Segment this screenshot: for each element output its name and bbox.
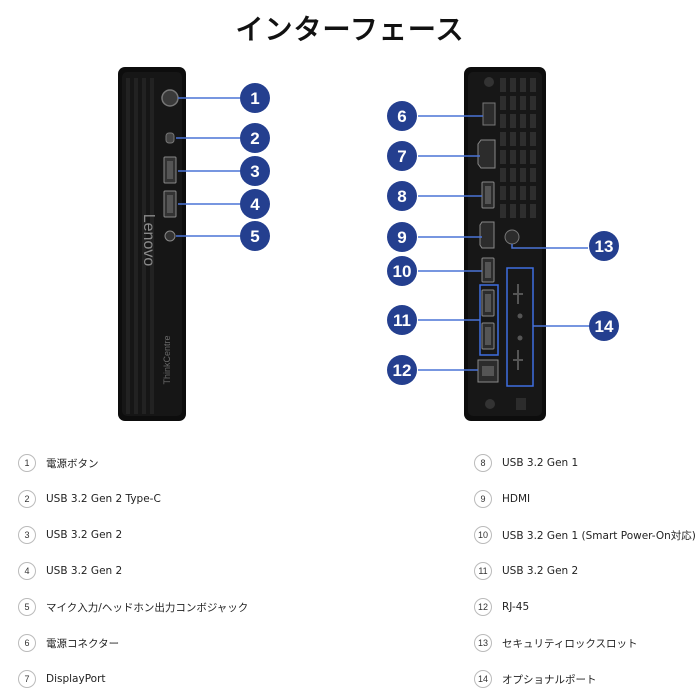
power-connector-icon	[482, 102, 496, 126]
displayport-icon	[477, 139, 496, 169]
callout-1: 1	[240, 83, 270, 113]
legend-number: 14	[474, 670, 492, 688]
callout-number: 13	[595, 237, 614, 256]
callout-12: 12	[387, 355, 417, 385]
legend-label: USB 3.2 Gen 2	[46, 565, 123, 577]
leader-lines	[176, 97, 590, 371]
callout-14: 14	[589, 311, 619, 341]
rear-panel	[464, 67, 546, 421]
legend-item-1: 1 電源ボタン	[18, 452, 99, 474]
callout-number: 12	[393, 361, 412, 380]
legend-label: 電源ボタン	[46, 457, 99, 470]
legend-number: 2	[18, 490, 36, 508]
legend-item-5: 5 マイク入力/ヘッドホン出力コンボジャック	[18, 596, 248, 618]
callout-number: 4	[250, 195, 260, 214]
legend-number: 13	[474, 634, 492, 652]
callout-number: 10	[393, 262, 412, 281]
legend-item-2: 2 USB 3.2 Gen 2 Type-C	[18, 488, 161, 510]
legend-item-10: 10 USB 3.2 Gen 1 (Smart Power-On対応)	[474, 524, 696, 546]
callout-number: 9	[397, 228, 406, 247]
callout-number: 7	[397, 147, 406, 166]
legend-number: 6	[18, 634, 36, 652]
callout-number: 3	[250, 162, 259, 181]
legend-number: 3	[18, 526, 36, 544]
callout-number: 8	[397, 187, 406, 206]
usb-c-port-icon	[165, 132, 175, 144]
legend-item-4: 4 USB 3.2 Gen 2	[18, 560, 122, 582]
legend-label: DisplayPort	[46, 673, 106, 685]
audio-jack-icon	[164, 230, 176, 242]
callout-8: 8	[387, 181, 417, 211]
legend-label: USB 3.2 Gen 1 (Smart Power-On対応)	[502, 529, 696, 542]
callout-5: 5	[240, 221, 270, 251]
legend-number: 5	[18, 598, 36, 616]
callout-10: 10	[387, 256, 417, 286]
callout-9: 9	[387, 222, 417, 252]
callout-7: 7	[387, 141, 417, 171]
legend-label: オプショナルポート	[502, 673, 597, 686]
callout-11: 11	[387, 305, 417, 335]
legend-number: 9	[474, 490, 492, 508]
legend-number: 11	[474, 562, 492, 580]
legend-item-8: 8 USB 3.2 Gen 1	[474, 452, 578, 474]
legend-item-9: 9 HDMI	[474, 488, 530, 510]
legend-label: USB 3.2 Gen 1	[502, 457, 579, 469]
callout-number: 6	[397, 107, 406, 126]
legend-number: 10	[474, 526, 492, 544]
legend-number: 7	[18, 670, 36, 688]
callout-3: 3	[240, 156, 270, 186]
front-panel: Lenovo ThinkCentre	[118, 67, 186, 421]
legend-item-3: 3 USB 3.2 Gen 2	[18, 524, 122, 546]
hdmi-port-icon	[479, 221, 495, 249]
legend-label: 電源コネクター	[46, 637, 120, 650]
legend-item-12: 12 RJ-45	[474, 596, 529, 618]
legend-item-14: 14 オプショナルポート	[474, 668, 597, 690]
legend-number: 8	[474, 454, 492, 472]
interface-diagram: Lenovo ThinkCentre	[118, 67, 590, 421]
callout-6: 6	[387, 101, 417, 131]
legend-item-13: 13 セキュリティロックスロット	[474, 632, 638, 654]
callout-number: 11	[393, 311, 411, 330]
legend-item-6: 6 電源コネクター	[18, 632, 119, 654]
legend-label: USB 3.2 Gen 2 Type-C	[46, 493, 161, 505]
legend-number: 12	[474, 598, 492, 616]
legend-item-11: 11 USB 3.2 Gen 2	[474, 560, 578, 582]
legend-label: USB 3.2 Gen 2	[502, 565, 579, 577]
brand-logo: Lenovo	[140, 214, 157, 267]
callout-number: 1	[250, 89, 259, 108]
callout-number: 5	[250, 227, 259, 246]
callout-number: 2	[250, 129, 259, 148]
legend-label: セキュリティロックスロット	[502, 637, 638, 650]
legend-label: マイク入力/ヘッドホン出力コンボジャック	[46, 601, 249, 614]
optional-port-area	[506, 267, 534, 387]
legend-label: RJ-45	[502, 601, 530, 613]
page-title: インターフェース	[235, 13, 465, 46]
callout-4: 4	[240, 189, 270, 219]
legend-item-7: 7 DisplayPort	[18, 668, 106, 690]
sub-logo: ThinkCentre	[162, 335, 172, 384]
callout-badges: 1 2 3 4 5 6 7 8 9 10 11 12	[240, 83, 619, 385]
legend-number: 1	[18, 454, 36, 472]
legend-label: USB 3.2 Gen 2	[46, 529, 123, 541]
legend-number: 4	[18, 562, 36, 580]
callout-2: 2	[240, 123, 270, 153]
callout-13: 13	[589, 231, 619, 261]
callout-number: 14	[595, 317, 614, 336]
legend-label: HDMI	[502, 493, 531, 505]
